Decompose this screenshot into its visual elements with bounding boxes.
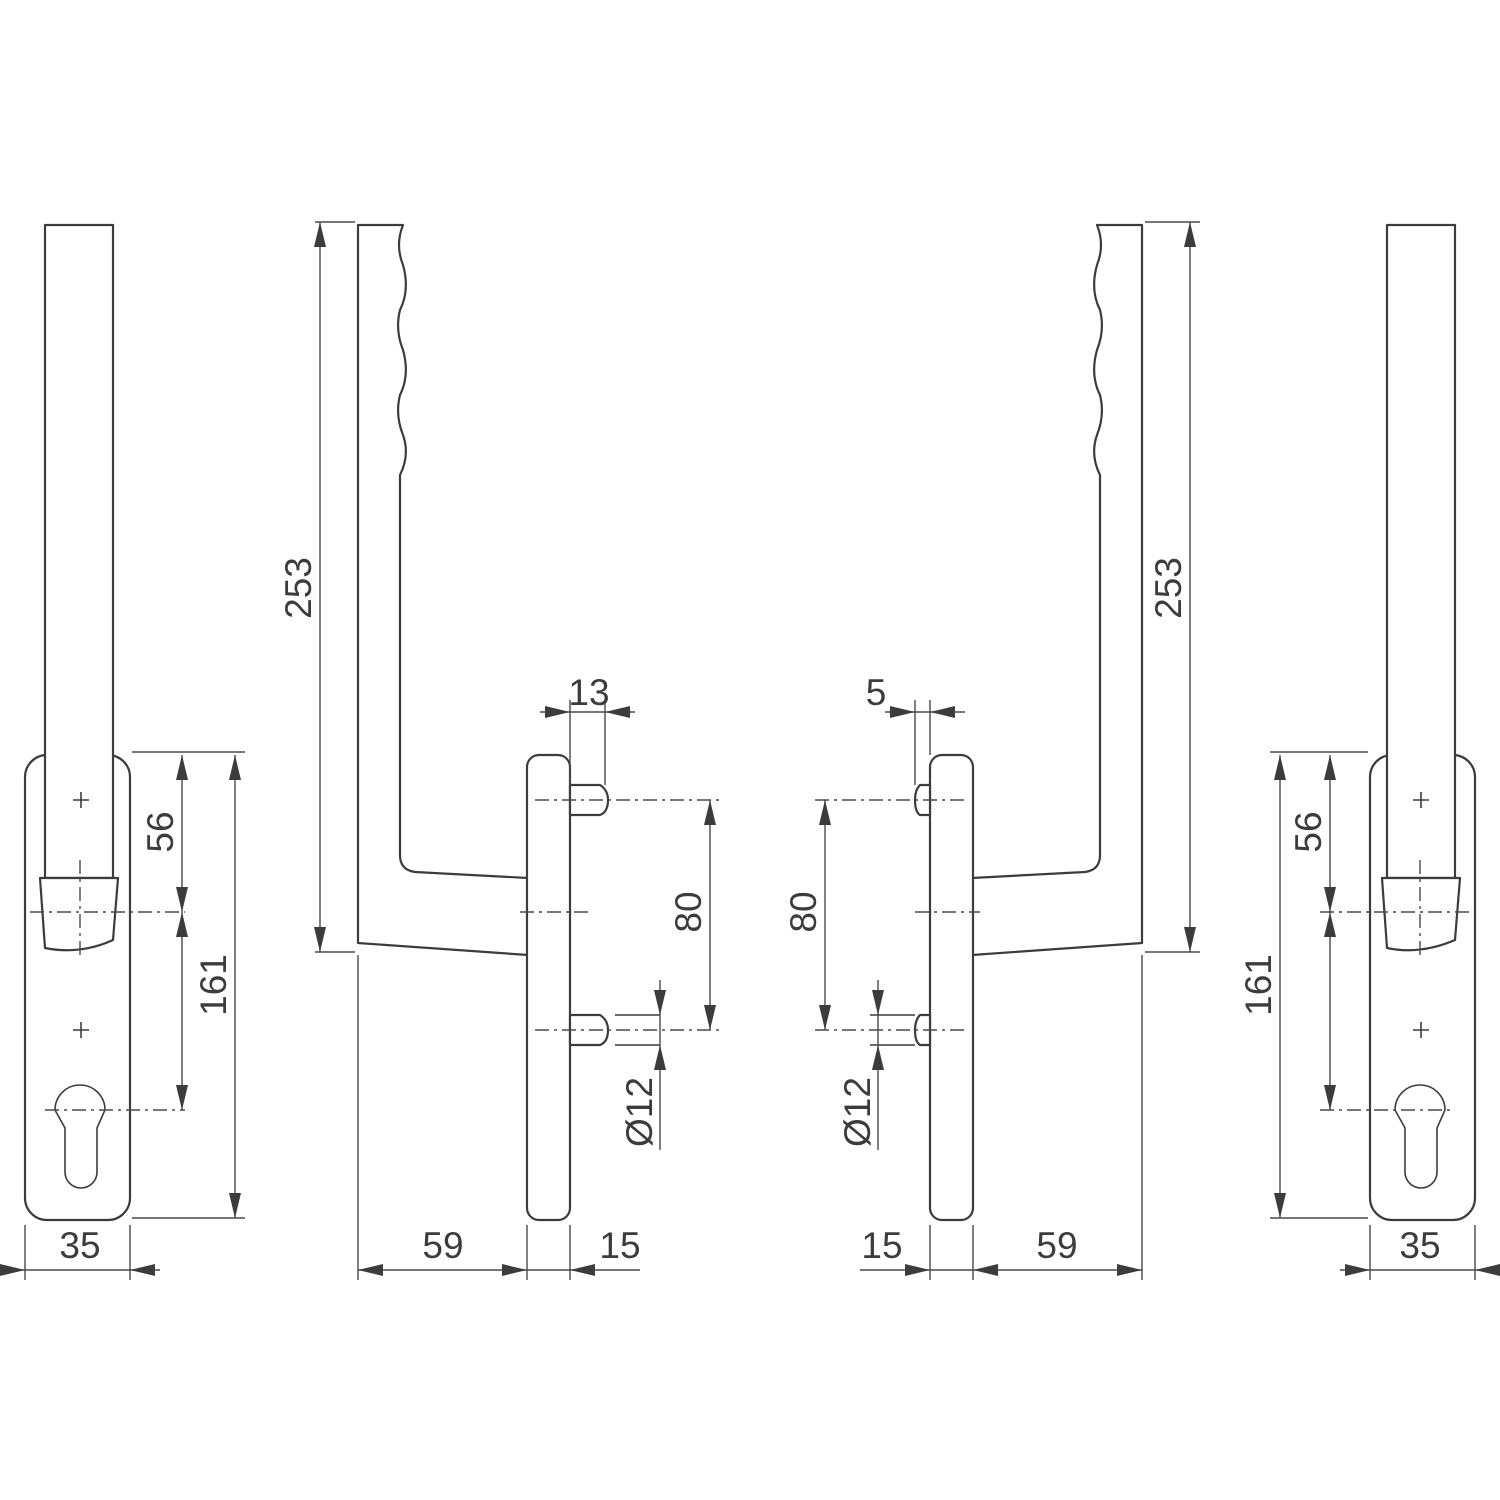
dim-161-left: 161 <box>193 954 234 1016</box>
keyhole-right <box>1394 1084 1446 1189</box>
dim-80-right: 80 <box>783 891 824 932</box>
lever-bar-right <box>1385 223 1457 880</box>
lever-neck <box>38 876 120 952</box>
rose-plate <box>525 753 572 1222</box>
dim-35-right: 35 <box>1399 1225 1440 1266</box>
dim-13: 13 <box>568 672 609 713</box>
lever-bar <box>43 223 115 880</box>
lever-neck-right <box>1380 876 1462 952</box>
screw-hole-top <box>73 792 89 808</box>
lever-profile-right <box>970 223 1144 957</box>
front-view-right: 56 161 35 <box>1238 223 1500 1280</box>
dim-253-left: 253 <box>278 557 319 619</box>
dim-35-left: 35 <box>59 1225 100 1266</box>
screw-hole-top-right <box>1413 792 1429 808</box>
dim-80-left: 80 <box>668 891 709 932</box>
front-view-left: 56 161 35 <box>0 223 245 1280</box>
dim-d12-right: Ø12 <box>837 1077 878 1147</box>
dim-161-right: 161 <box>1238 954 1279 1016</box>
dim-56-left: 56 <box>140 811 181 852</box>
dim-59-left: 59 <box>422 1225 463 1266</box>
keyhole <box>54 1084 106 1189</box>
screw-hole-bottom <box>73 1022 89 1038</box>
dim-15-left: 15 <box>599 1225 640 1266</box>
side-view-right: 253 80 5 Ø12 15 59 <box>783 221 1200 1280</box>
dim-15-right: 15 <box>861 1225 902 1266</box>
rose-plate-right <box>928 753 975 1222</box>
dim-5: 5 <box>866 672 887 713</box>
dim-d12-left: Ø12 <box>619 1077 660 1147</box>
screw-hole-bottom-right <box>1413 1022 1429 1038</box>
dim-56-right: 56 <box>1288 811 1329 852</box>
dim-59-right: 59 <box>1036 1225 1077 1266</box>
dim-253-right: 253 <box>1148 557 1189 619</box>
lever-profile <box>356 223 530 957</box>
side-view-left: 253 80 13 Ø12 59 15 <box>278 221 720 1280</box>
